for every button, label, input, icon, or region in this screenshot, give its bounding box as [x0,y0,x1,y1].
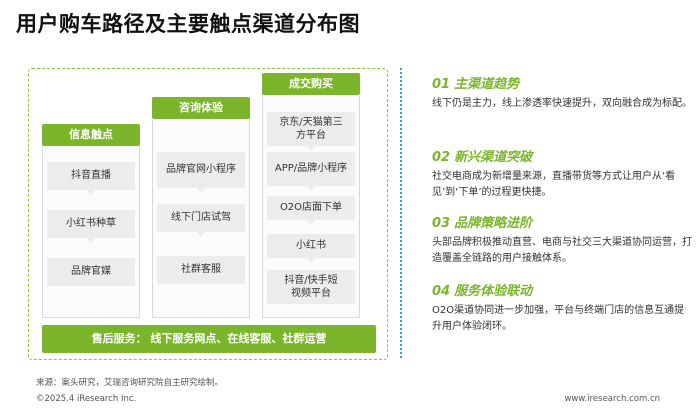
key-point-title: 服务体验联动 [454,284,533,299]
key-point-number: 01 [432,77,451,92]
page-title: 用户购车路径及主要触点渠道分布图 [16,12,360,36]
channel-label: 小红书种草 [66,218,116,230]
channel-label: 品牌官网小程序 [166,164,236,176]
down-arrow-icon [87,190,95,195]
after-sales-bar: 售后服务： 线下服务网点、在线客服、社群运营 [42,325,376,353]
channel-label: 抖音/快手短视频平台 [284,274,338,300]
key-point-title: 主渠道趋势 [454,77,520,92]
stage-label: 成交购买 [289,77,333,90]
channel-label: O2O店面下单 [279,202,343,214]
key-point-body: 头部品牌积极推动直营、电商与社交三大渠道协同运营，打造覆盖全链路的用户接触体系。 [432,237,692,264]
stage-consult-experience: 咨询体验 [152,97,250,124]
channel-label: APP/品牌小程序 [274,163,348,175]
down-arrow-icon [307,220,315,225]
stage-info-touchpoint: 信息触点 [42,124,140,151]
key-point-body: O2O渠道协同进一步加强，平台与终端门店的信息互通提升用户体验闭环。 [432,305,685,332]
down-arrow-icon [87,238,95,243]
key-point-number: 04 [432,284,451,299]
channel-box: 京东/天猫第三方平台 [267,112,355,151]
key-point-title: 品牌策略进阶 [454,216,533,231]
channel-box: 社群客服 [157,256,245,284]
channel-box: 品牌官媒 [47,258,135,286]
key-point-number: 03 [432,216,451,231]
source-note: 来源：案头研究，艾瑞咨询研究院自主研究绘制。 [36,378,224,388]
channel-box: O2O店面下单 [267,196,355,225]
channel-label: 抖音直播 [71,170,111,182]
channel-label: 线下门店试驾 [171,212,231,224]
channel-box: 小红书种草 [47,210,135,243]
channel-label: 小红书 [296,240,326,252]
section-divider [400,68,402,358]
channel-box: 小红书 [267,234,355,263]
down-arrow-icon [307,186,315,191]
copyright: ©2025.4 iResearch Inc. [36,394,137,404]
stage-label: 信息触点 [69,128,113,141]
key-point-number: 02 [432,150,451,165]
stage-purchase: 成交购买 [262,73,360,100]
down-arrow-icon [197,232,205,237]
channel-label: 社群客服 [181,264,221,276]
purchase-path-diagram [28,68,388,360]
channel-box: APP/品牌小程序 [267,152,355,191]
channel-label: 品牌官媒 [71,266,111,278]
channel-box: 抖音/快手短视频平台 [267,270,355,304]
website-link[interactable]: www.iresearch.com.cn [564,394,660,404]
key-point-title: 新兴渠道突破 [454,150,533,165]
down-arrow-icon [197,188,205,193]
channel-box: 抖音直播 [47,162,135,195]
key-point-body: 社交电商成为新增量来源，直播带货等方式让用户从‘看见’到‘下单’的过程更快捷。 [432,171,676,198]
down-arrow-icon [307,258,315,263]
down-arrow-icon [307,146,315,151]
stage-label: 咨询体验 [179,101,223,114]
channel-box: 品牌官网小程序 [157,152,245,193]
channel-label: 京东/天猫第三方平台 [279,116,343,142]
channel-box: 线下门店试驾 [157,204,245,237]
key-point-body: 线下仍是主力，线上渗透率快速提升，双向融合成为标配。 [432,98,692,109]
